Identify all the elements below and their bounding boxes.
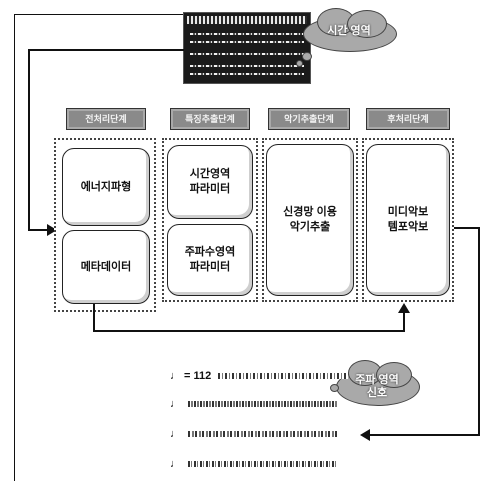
instrument-extraction-box: 신경망 이용 악기추출 <box>266 144 354 296</box>
waveform-image <box>183 12 311 84</box>
feature-header: 특징추출단계 <box>170 108 250 130</box>
preprocess-header: 전처리단계 <box>66 108 146 130</box>
midi-score-box: 미디악보 템포악보 <box>366 144 450 296</box>
cloud-puff <box>347 10 387 38</box>
tempo-mark: ♩ <box>170 428 181 440</box>
time-domain-cloud: 시간 영역 <box>303 8 397 54</box>
cloud-tail <box>330 384 339 392</box>
time-parameter-label: 시간영역 파라미터 <box>189 168 231 195</box>
time-domain-label: 시간 영역 <box>327 25 371 37</box>
tempo-mark: ♩ <box>170 398 181 410</box>
time-parameter-box: 시간영역 파라미터 <box>167 145 253 219</box>
flow-line-bottom-down <box>93 304 95 332</box>
score-line: ♩ <box>170 398 360 410</box>
score-staff-glyphs <box>218 373 349 380</box>
cloud-tail <box>302 52 312 61</box>
flow-line-right-out <box>454 227 480 229</box>
flow-line-top <box>28 49 184 51</box>
waveform-track <box>190 33 304 35</box>
metadata-box: 메타데이터 <box>62 230 150 304</box>
score-line: ♩ <box>170 428 360 440</box>
tempo-mark: ♩ = 112 <box>170 370 212 382</box>
frequency-domain-label: 주파 영역 신호 <box>355 374 399 399</box>
waveform-track <box>190 65 304 67</box>
frequency-parameter-label: 주파수영역 파라미터 <box>184 246 236 273</box>
arrow-into-preprocess <box>47 224 57 236</box>
frequency-parameter-box: 주파수영역 파라미터 <box>167 224 253 296</box>
cloud-puff <box>376 362 412 388</box>
instrument-header: 악기추출단계 <box>268 108 350 130</box>
flow-line-bottom <box>93 330 405 332</box>
arrow-into-postprocess <box>398 303 410 313</box>
postprocess-header: 후처리단계 <box>366 108 450 130</box>
waveform-track <box>190 41 304 43</box>
flow-line-into-column <box>28 229 48 231</box>
metadata-label: 메타데이터 <box>80 260 132 273</box>
frame-top-border <box>14 14 184 15</box>
score-line: ♩ = 112 <box>170 370 360 382</box>
waveform-track <box>190 73 304 75</box>
tempo-mark: ♩ <box>170 458 181 470</box>
cloud-tail <box>296 60 303 67</box>
score-line: ♩ <box>170 458 360 470</box>
flow-line-right-down <box>478 227 480 436</box>
instrument-extraction-label: 신경망 이용 악기추출 <box>283 206 337 233</box>
score-staff-glyphs <box>188 431 339 438</box>
frequency-domain-cloud: 주파 영역 신호 <box>336 360 420 408</box>
energy-waveform-box: 에너지파형 <box>62 148 150 226</box>
waveform-track <box>190 53 304 55</box>
flow-line-left <box>28 49 30 231</box>
flow-line-into-score <box>370 434 480 436</box>
energy-waveform-label: 에너지파형 <box>80 180 132 193</box>
arrow-into-score <box>360 429 370 441</box>
score-staff-glyphs <box>188 461 339 468</box>
score-staff-glyphs <box>188 401 339 408</box>
waveform-toolbar <box>187 16 307 24</box>
midi-score-label: 미디악보 템포악보 <box>387 206 429 233</box>
flow-line-bottom-up <box>403 312 405 332</box>
frame-left-border <box>14 14 15 481</box>
